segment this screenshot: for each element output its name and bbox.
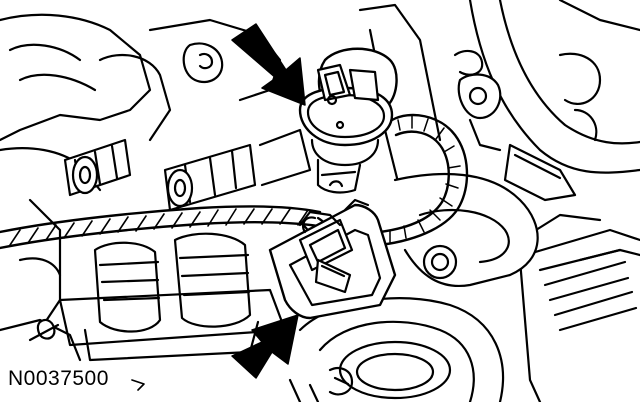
ribbed-cover [518,228,640,402]
coolant-hose [393,0,640,288]
figure-id-label: N0037500 [8,367,109,390]
hose-clamp [453,49,602,152]
lower-arrow [231,314,299,379]
intake-manifold [28,232,287,362]
figure-id-bracket [131,379,145,391]
lower-sensor-connector [268,198,397,320]
throttle-body [288,244,504,402]
wiring-harness [0,113,469,257]
injector-bank [63,128,312,212]
upper-arrow [231,23,306,106]
upper-sensor-connector [298,47,398,194]
